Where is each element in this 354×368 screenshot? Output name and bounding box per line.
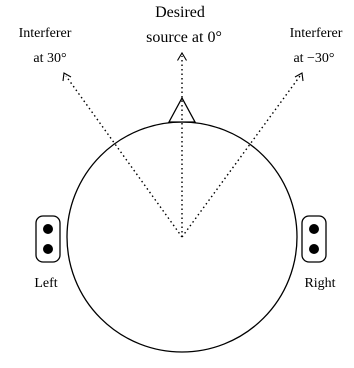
right-ear-label: Right	[304, 276, 335, 291]
left-interferer-arrowhead	[62, 72, 72, 82]
left-mic-rear	[43, 244, 53, 254]
right-interferer-label-line2: at −30°	[293, 51, 334, 66]
left-hearing-aid	[35, 215, 61, 263]
right-interferer-arrowhead	[294, 72, 304, 82]
right-hearing-aid	[301, 215, 327, 263]
right-interferer-label-line1: Interferer	[290, 26, 343, 41]
left-interferer-direction-line	[65, 75, 183, 238]
right-mic-rear	[309, 244, 319, 254]
desired-label-line2: source at 0°	[146, 29, 222, 46]
desired-label-line1: Desired	[155, 4, 205, 21]
right-mic-front	[309, 224, 319, 234]
left-interferer-label-line2: at 30°	[33, 51, 66, 66]
desired-arrowhead	[177, 51, 187, 61]
left-mic-front	[43, 224, 53, 234]
right-interferer-direction-line	[181, 75, 301, 238]
left-ear-label: Left	[34, 276, 57, 291]
left-interferer-label-line1: Interferer	[19, 26, 72, 41]
